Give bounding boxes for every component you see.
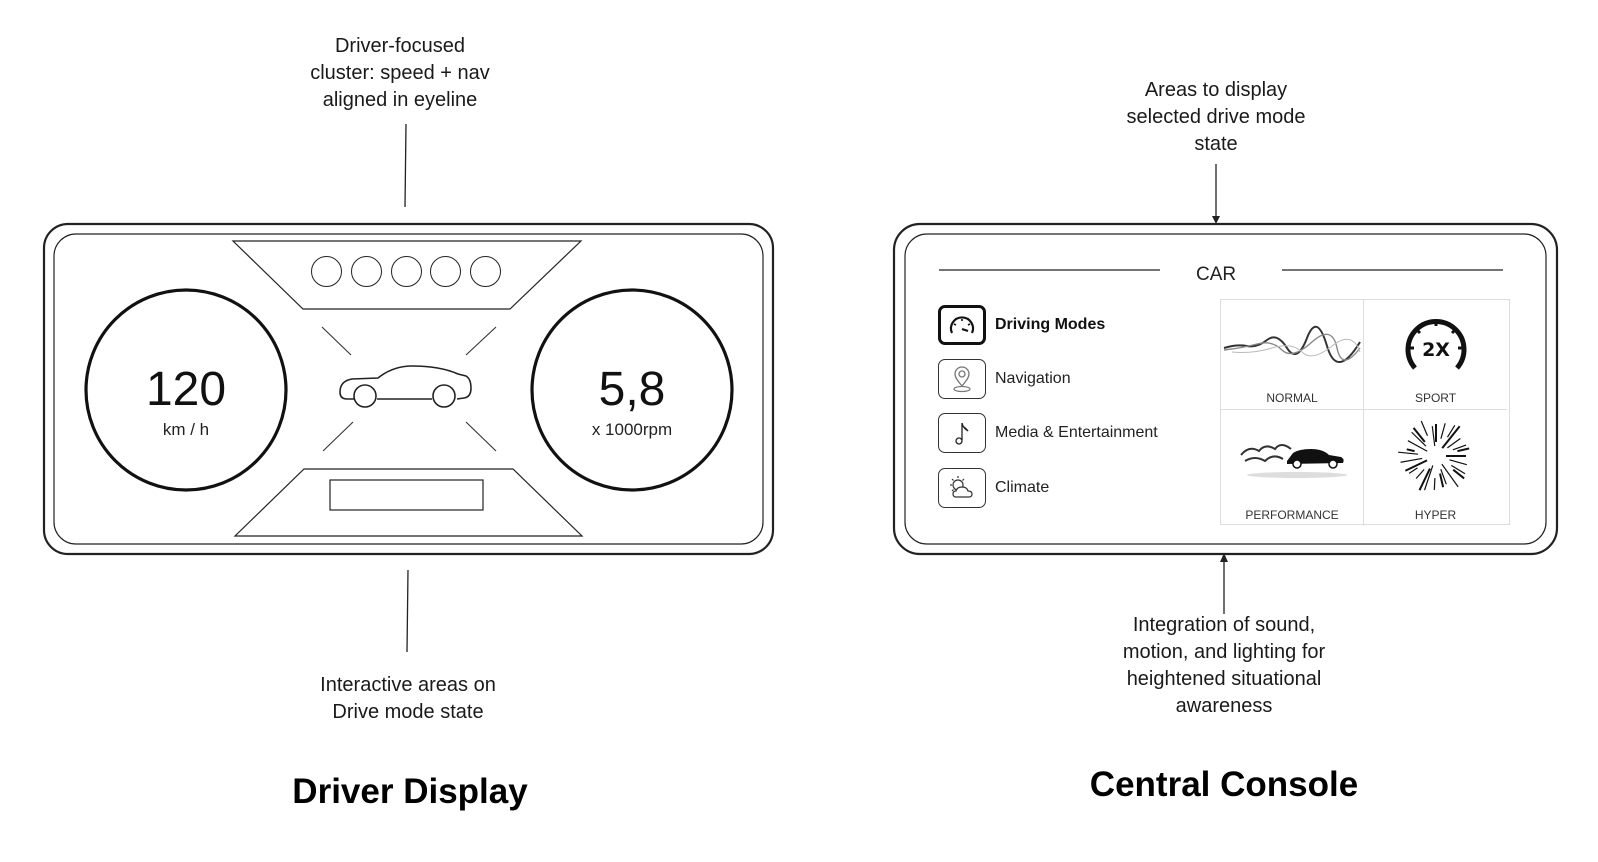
console-annotation-bottom: Integration of sound, motion, and lighti… — [1074, 612, 1374, 720]
menu-item-driving-modes[interactable]: Driving Modes — [938, 304, 1198, 346]
rpm-gauge-ring — [530, 288, 734, 492]
arrow-head — [1220, 553, 1228, 562]
burst-ray — [1433, 477, 1435, 490]
annotation-line: selected drive mode — [1126, 106, 1306, 128]
indicator-light[interactable] — [430, 256, 461, 287]
accent-line — [465, 421, 497, 452]
burst-ray — [1412, 427, 1426, 443]
driver-display-outer-frame — [42, 222, 775, 556]
burst-ray — [1448, 459, 1467, 466]
speedometer-icon — [938, 305, 986, 345]
burst-ray — [1408, 467, 1418, 474]
indicator-light[interactable] — [311, 256, 342, 287]
drive-mode-state-box — [329, 479, 484, 511]
flaming-car-icon — [1221, 416, 1363, 496]
speed-unit: km / h — [162, 420, 210, 439]
burst-ray — [1397, 451, 1418, 455]
burst-ray — [1420, 420, 1428, 436]
gauge-2x-icon: 2X — [1364, 306, 1507, 386]
console-outer-frame — [892, 222, 1559, 556]
mode-label: NORMAL — [1266, 391, 1318, 405]
arrow-head — [1212, 216, 1220, 224]
indicator-light[interactable] — [351, 256, 382, 287]
console-annotation-top: Areas to display selected drive mode sta… — [1066, 77, 1366, 158]
annotation-line: Interactive areas on — [320, 674, 496, 696]
driver-display-title: Driver Display — [292, 772, 528, 811]
menu-label: Driving Modes — [995, 316, 1106, 333]
central-console-title: Central Console — [1089, 765, 1359, 804]
console-inner-frame — [904, 233, 1547, 545]
connector-line — [404, 123, 407, 208]
mode-tile-hyper[interactable]: HYPER — [1364, 410, 1507, 526]
mode-tile-performance[interactable]: PERFORMANCE — [1221, 410, 1364, 526]
annotation-line: aligned in eyeline — [322, 89, 478, 111]
accent-line — [321, 326, 352, 356]
burst-ray — [1431, 426, 1435, 447]
connector-line — [406, 569, 409, 653]
indicator-light[interactable] — [470, 256, 501, 287]
burst-icon — [1364, 416, 1507, 496]
driver-annotation-bottom: Interactive areas on Drive mode state — [258, 672, 558, 726]
burst-ray — [1450, 464, 1465, 475]
burst-ray — [1440, 425, 1460, 449]
mode-tile-sport[interactable]: 2X SPORT — [1364, 300, 1507, 410]
burst-ray — [1438, 473, 1444, 488]
burst-ray — [1446, 438, 1461, 449]
mode-label: SPORT — [1414, 391, 1457, 405]
accent-line — [465, 326, 497, 356]
annotation-line: cluster: speed + nav — [310, 62, 490, 84]
mode-label: HYPER — [1414, 508, 1457, 522]
annotation-line: heightened situational — [1126, 668, 1322, 690]
mode-tile-normal[interactable]: NORMAL — [1221, 300, 1364, 410]
music-note-icon — [938, 413, 986, 453]
burst-ray — [1440, 463, 1459, 488]
driver-annotation-top: Driver-focused cluster: speed + nav alig… — [250, 33, 550, 114]
annotation-line: motion, and lighting for — [1122, 641, 1326, 663]
annotation-line: awareness — [1175, 695, 1273, 717]
car-icon — [339, 365, 472, 408]
burst-ray — [1456, 447, 1469, 453]
menu-label: Navigation — [995, 370, 1071, 387]
annotation-line: Driver-focused — [334, 35, 466, 57]
accent-line — [322, 421, 354, 452]
burst-ray — [1439, 468, 1447, 485]
console-header-car: CAR — [1196, 264, 1237, 285]
burst-ray — [1446, 424, 1455, 438]
annotation-line: state — [1194, 133, 1238, 155]
burst-ray — [1452, 444, 1466, 451]
speed-value: 120 — [145, 363, 227, 416]
rpm-unit: x 1000rpm — [591, 420, 673, 439]
annotation-line: Areas to display — [1144, 79, 1288, 101]
rpm-value: 5,8 — [598, 363, 666, 416]
burst-ray — [1452, 468, 1465, 480]
burst-ray — [1404, 459, 1427, 472]
menu-item-climate[interactable]: Climate — [938, 467, 1198, 509]
speed-gauge-ring — [84, 288, 288, 492]
drive-mode-grid: NORMAL 2X SPORT PERFORMAN — [1220, 299, 1510, 526]
indicator-light[interactable] — [391, 256, 422, 287]
mode-label: PERFORMANCE — [1245, 508, 1339, 522]
burst-ray — [1423, 465, 1433, 491]
location-pin-icon — [938, 359, 986, 399]
menu-label: Climate — [995, 479, 1050, 496]
menu-item-media[interactable]: Media & Entertainment — [938, 412, 1198, 454]
sun-cloud-icon — [938, 468, 986, 508]
annotation-line: Drive mode state — [332, 701, 484, 723]
wave-icon — [1221, 306, 1363, 386]
burst-ray — [1439, 423, 1446, 439]
sport-badge: 2X — [1422, 339, 1450, 361]
menu-item-navigation[interactable]: Navigation — [938, 358, 1198, 400]
burst-ray — [1399, 457, 1422, 463]
burst-ray — [1418, 468, 1431, 491]
burst-ray — [1407, 440, 1428, 452]
burst-ray — [1410, 431, 1426, 447]
burst-ray — [1406, 448, 1415, 453]
menu-label: Media & Entertainment — [995, 424, 1158, 441]
burst-ray — [1415, 469, 1425, 479]
annotation-line: Integration of sound, — [1132, 614, 1316, 636]
driver-display-inner-frame — [53, 233, 764, 545]
